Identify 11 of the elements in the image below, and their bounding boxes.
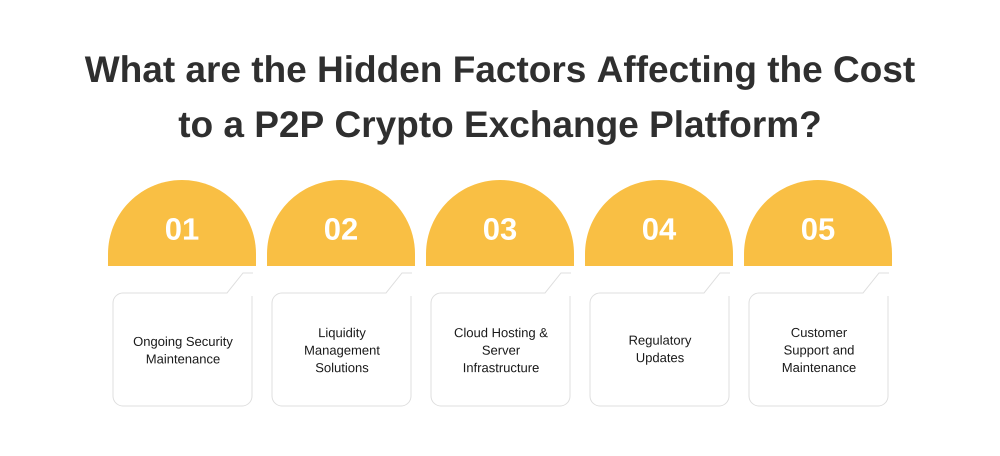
number-tab: 03: [426, 180, 574, 266]
text-card: Regulatory Updates: [590, 272, 730, 406]
title: What are the Hidden Factors Affecting the Cost to a P2P Crypto Exchange Platform?: [84, 55, 915, 145]
text-card: Ongoing Security Maintenance: [112, 272, 254, 406]
text-card: Cloud Hosting & Server Infrastructure: [430, 272, 572, 406]
number-tab: 05: [744, 180, 892, 266]
number-tab: 04: [585, 180, 733, 266]
text-card: Customer Support and Maintenance: [748, 272, 890, 406]
number-tab: 01: [108, 180, 256, 266]
number-tab: 02: [267, 180, 415, 266]
text-card: Liquidity Management Solutions: [272, 272, 412, 406]
